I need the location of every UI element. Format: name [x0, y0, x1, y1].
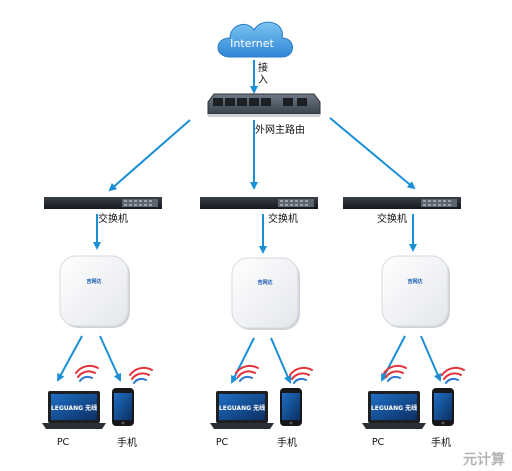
arrow-ap-3-to-pc [381, 335, 406, 382]
internet-cloud-icon: Internet [217, 21, 293, 58]
pc-3-label: PC [372, 437, 385, 448]
pc-2-label: PC [216, 437, 229, 448]
access-point-3-brand: 吉网达 [407, 278, 422, 285]
laptop-3-brand: LEGUANG 无线 [371, 404, 417, 412]
phone-2-icon [280, 388, 302, 426]
wifi-signal-3b-icon [441, 366, 465, 384]
switch-2-icon [200, 197, 318, 209]
arrow-ap-3-to-phone [420, 335, 442, 382]
switch-1-label: 交换机 [98, 212, 128, 225]
wifi-signal-1b-icon [129, 366, 153, 384]
router-label: 外网主路由 [255, 123, 305, 136]
switch-2-label: 交换机 [268, 212, 298, 225]
wifi-signal-2b-icon [289, 366, 313, 384]
switch-3-icon [343, 197, 461, 209]
pc-1-label: PC [57, 437, 70, 448]
laptop-1-icon: LEGUANG 无线 [42, 391, 106, 429]
access-point-2-brand: 吉网达 [257, 279, 272, 286]
switch-1-icon [44, 197, 162, 209]
phone-2-label: 手机 [277, 436, 297, 449]
access-point-1-brand: 吉网达 [86, 278, 101, 285]
laptop-3-icon: LEGUANG 无线 [362, 391, 426, 429]
switch-3-label: 交换机 [377, 212, 407, 225]
laptop-2-brand: LEGUANG 无线 [219, 404, 265, 412]
wifi-signal-3a-icon [383, 364, 407, 382]
arrow-ap-1-to-phone [99, 335, 122, 382]
watermark: 元计算 [463, 451, 505, 468]
access-point-3-icon: 吉网达 [381, 255, 450, 328]
arrow-ap-1-to-pc [57, 335, 83, 382]
phone-1-icon [112, 388, 134, 426]
access-point-1-icon: 吉网达 [59, 255, 130, 328]
uplink-label-2: 入 [258, 75, 268, 86]
arrow-router-to-switch-3 [329, 117, 416, 190]
wifi-signal-2a-icon [235, 364, 259, 382]
uplink-label-1: 接 [258, 61, 268, 74]
arrow-ap-2-to-phone [270, 337, 292, 384]
phone-3-label: 手机 [431, 436, 451, 449]
arrow-router-to-switch-1 [108, 119, 191, 192]
arrow-ap-2-to-pc [231, 337, 255, 384]
internet-label: Internet [230, 37, 274, 50]
laptop-1-brand: LEGUANG 无线 [51, 404, 97, 412]
access-point-2-icon: 吉网达 [231, 257, 300, 330]
laptop-2-icon: LEGUANG 无线 [210, 391, 274, 429]
wifi-signal-1a-icon [75, 364, 99, 382]
router-icon [207, 93, 321, 117]
phone-1-label: 手机 [117, 436, 137, 449]
phone-3-icon [432, 388, 454, 426]
